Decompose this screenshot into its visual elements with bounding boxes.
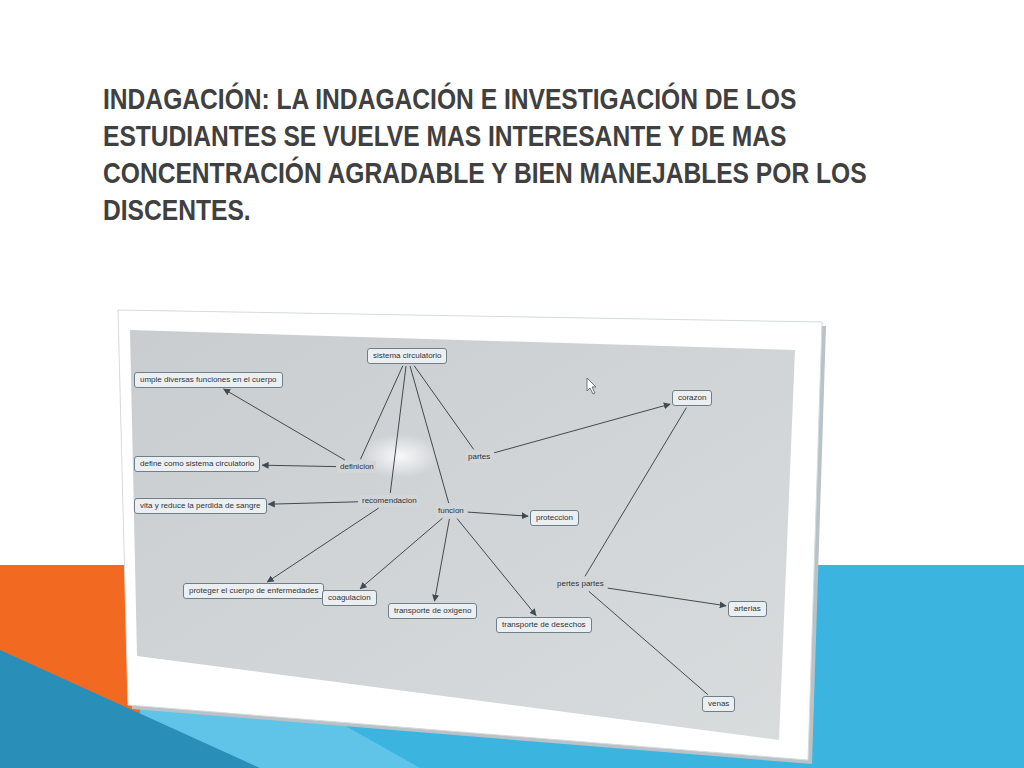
concept-link [435,519,450,601]
node-text: partes [468,452,490,461]
node-text: umple diversas funciones en el cuerpo [140,375,277,384]
concept-box: umple diversas funciones en el cuerpo [134,372,283,388]
node-text: pertes partes [557,579,604,588]
concept-box: proteger el cuerpo de enfermedades [183,583,324,599]
concept-box: transporte de oxigeno [388,603,477,619]
concept-link [494,404,670,453]
node-text: sistema circulatorio [373,351,441,360]
node-text: transporte de desechos [502,620,586,629]
concept-link [262,465,336,466]
concept-box: vita y reduce la perdida de sangre [134,498,267,514]
concept-box: corazon [672,390,712,406]
linking-word: definicion [338,461,376,473]
slide-title: INDAGACIÓN: LA INDAGACIÓN E INVESTIGACIÓ… [103,80,927,228]
photo-frame [118,310,822,760]
concept-box: arterias [728,601,767,617]
node-text: coagulacion [328,593,371,602]
concept-link [410,366,449,503]
node-text: arterias [734,604,761,613]
concept-link [390,366,406,493]
node-text: definicion [340,462,374,471]
linking-word: partes [466,451,492,463]
node-text: transporte de oxigeno [394,606,471,615]
concept-link [267,508,378,582]
node-text: proteccion [536,513,573,522]
concept-link [589,591,708,694]
screen-photo [130,330,795,740]
concept-box: coagulacion [322,590,377,606]
concept-link [414,366,474,450]
node-text: vita y reduce la perdida de sangre [140,501,261,510]
mouse-cursor [587,378,596,394]
concept-link [360,518,442,588]
node-text: define como sistema circulatorio [140,459,254,468]
linking-word: recomendacion [360,495,419,507]
concept-box: sistema circulatorio [367,348,447,364]
linking-word: funcion [436,505,466,517]
node-text: corazon [678,393,706,402]
node-text: recomendacion [362,496,417,505]
concept-box: transporte de desechos [496,617,592,633]
concept-box: proteccion [530,510,579,526]
concept-box: venas [702,696,735,712]
concept-link [585,408,686,577]
concept-box: define como sistema circulatorio [134,456,260,472]
concept-link [224,389,345,460]
node-text: venas [708,699,729,708]
concept-link [457,519,536,616]
node-text: proteger el cuerpo de enfermedades [189,586,318,595]
concept-link [608,588,726,606]
concept-link [269,502,359,504]
linking-word: pertes partes [555,578,606,590]
concept-link [468,512,528,516]
node-text: funcion [438,506,464,515]
